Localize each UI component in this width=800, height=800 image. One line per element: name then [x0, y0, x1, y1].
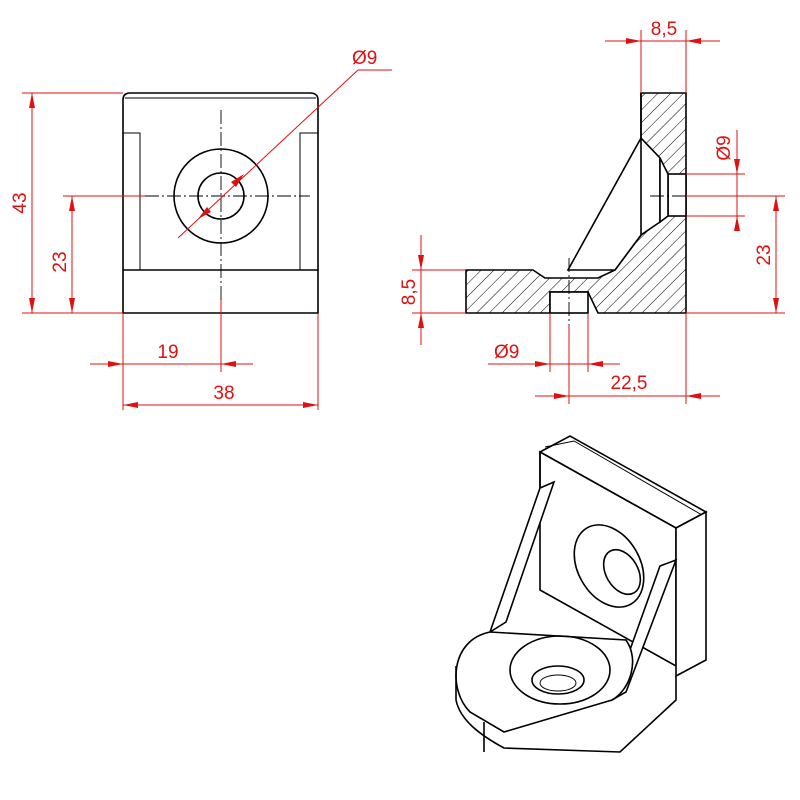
dim-side-bottom-hole-dia: Ø9 — [494, 342, 519, 363]
front-view — [122, 92, 319, 314]
dim-front-hole-offset: 19 — [157, 342, 178, 363]
dim-side-wall-thickness: 8,5 — [651, 19, 677, 40]
dim-side-hole-dia: Ø9 — [714, 135, 735, 160]
isometric-view — [455, 435, 708, 753]
side-section-view — [465, 92, 700, 325]
dim-side-hole-height: 23 — [754, 244, 775, 265]
dim-front-hole-height: 23 — [50, 251, 71, 272]
side-view-dimensions: 8,5 Ø9 23 8,5 Ø9 22,5 — [399, 19, 785, 404]
front-view-dimensions: 43 23 19 38 Ø9 — [10, 48, 392, 410]
dim-front-height: 43 — [10, 192, 31, 213]
dim-side-hole-offset: 22,5 — [611, 373, 648, 394]
dim-front-width: 38 — [213, 383, 234, 404]
dim-front-hole-dia: Ø9 — [352, 48, 377, 69]
dim-side-base-thickness: 8,5 — [399, 279, 420, 305]
